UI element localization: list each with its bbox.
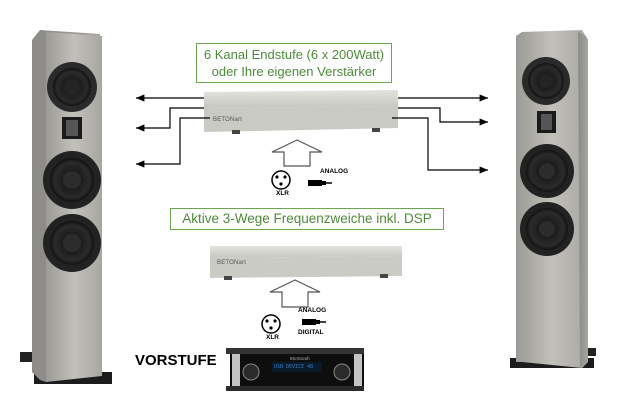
crossover-digital-label: DIGITAL [298,329,324,336]
left-speaker [20,30,112,384]
preamp-knob-left [242,363,260,381]
crossover-xlr-label: XLR [266,334,279,341]
right-speaker [510,30,596,368]
preamp-unit [226,348,364,391]
crossover-input-arrow [269,279,321,308]
crossover-brand: BETONart [217,260,247,266]
rca-connector-icon [308,180,332,186]
crossover-label: Aktive 3-Wege Frequenzweiche inkl. DSP [170,208,444,230]
preamp-knob-right [333,363,351,381]
amp-outputs-right [392,94,488,174]
amplifier-label-line2: oder Ihre eigenen Verstärker [211,64,377,79]
amplifier-unit [204,90,398,134]
crossover-connectors [261,314,326,334]
amp-xlr-label: XLR [276,190,289,197]
amp-connectors [271,170,332,190]
amplifier-label-line1: 6 Kanal Endstufe (6 x 200Watt) [203,47,385,62]
amplifier-brand: BETONart [213,117,243,123]
preamp-label: VORSTUFE [135,352,217,369]
amplifier-label: 6 Kanal Endstufe (6 x 200Watt) oder Ihre… [196,43,392,83]
xlr-connector-icon [271,170,291,190]
preamp-display: USB DEVICE 48 [274,364,314,370]
crossover-unit [210,246,402,280]
crossover-analog-label: ANALOG [298,307,327,314]
preamp-brand: McIntosh [290,356,310,361]
amp-input-arrow [271,139,323,167]
amp-outputs-left [136,94,210,168]
amp-analog-label: ANALOG [320,168,349,175]
xlr-connector-icon [261,314,281,334]
rca-connector-icon [302,319,326,325]
